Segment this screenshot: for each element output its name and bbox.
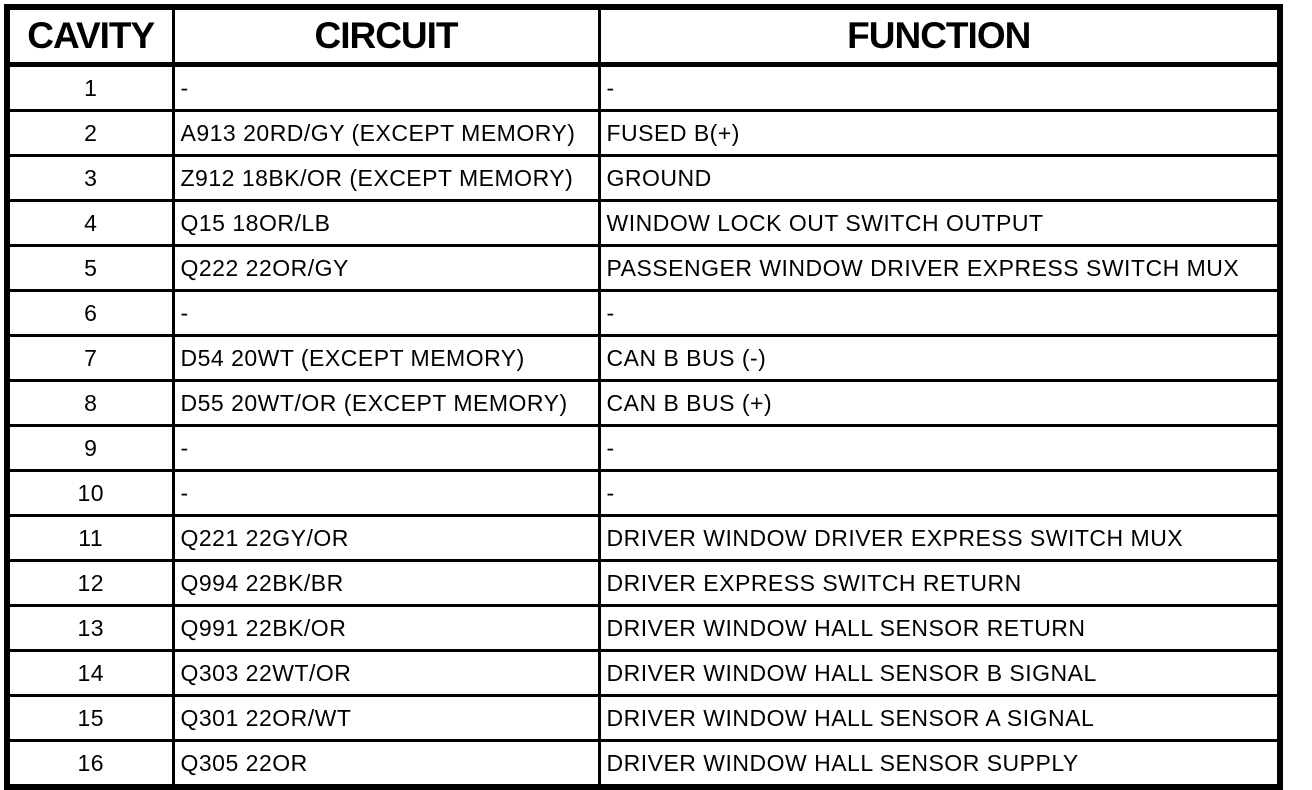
cavity-cell: 2 — [5, 109, 175, 157]
function-cell: CAN B BUS (-) — [597, 334, 1282, 382]
circuit-cell: Q994 22BK/BR — [171, 559, 601, 607]
cavity-cell: 11 — [5, 514, 175, 562]
cavity-cell: 8 — [5, 379, 175, 427]
header-row: CAVITY CIRCUIT FUNCTION — [5, 5, 1282, 67]
circuit-cell: - — [171, 289, 601, 337]
circuit-cell: D55 20WT/OR (EXCEPT MEMORY) — [171, 379, 601, 427]
table-row: 1 - - — [5, 63, 1282, 112]
table-row: 9 - - — [5, 424, 1282, 472]
function-cell: DRIVER WINDOW HALL SENSOR A SIGNAL — [597, 694, 1282, 742]
cavity-cell: 5 — [5, 244, 175, 292]
table-row: 16 Q305 22OR DRIVER WINDOW HALL SENSOR S… — [5, 739, 1282, 789]
column-header-cavity: CAVITY — [5, 5, 175, 67]
column-header-function: FUNCTION — [597, 5, 1282, 67]
cavity-cell: 1 — [5, 63, 175, 112]
circuit-cell: Z912 18BK/OR (EXCEPT MEMORY) — [171, 154, 601, 202]
circuit-cell: Q991 22BK/OR — [171, 604, 601, 652]
function-cell: DRIVER WINDOW HALL SENSOR SUPPLY — [597, 739, 1282, 789]
function-cell: CAN B BUS (+) — [597, 379, 1282, 427]
cavity-cell: 3 — [5, 154, 175, 202]
circuit-cell: Q301 22OR/WT — [171, 694, 601, 742]
function-cell: - — [597, 424, 1282, 472]
function-cell: DRIVER WINDOW HALL SENSOR RETURN — [597, 604, 1282, 652]
table-row: 7 D54 20WT (EXCEPT MEMORY) CAN B BUS (-) — [5, 334, 1282, 382]
circuit-cell: D54 20WT (EXCEPT MEMORY) — [171, 334, 601, 382]
circuit-cell: - — [171, 424, 601, 472]
table-row: 15 Q301 22OR/WT DRIVER WINDOW HALL SENSO… — [5, 694, 1282, 742]
circuit-cell: Q221 22GY/OR — [171, 514, 601, 562]
cavity-cell: 13 — [5, 604, 175, 652]
cavity-cell: 10 — [5, 469, 175, 517]
circuit-cell: - — [171, 63, 601, 112]
column-header-circuit: CIRCUIT — [171, 5, 601, 67]
table-row: 4 Q15 18OR/LB WINDOW LOCK OUT SWITCH OUT… — [5, 199, 1282, 247]
cavity-cell: 12 — [5, 559, 175, 607]
function-cell: GROUND — [597, 154, 1282, 202]
circuit-cell: - — [171, 469, 601, 517]
table-row: 14 Q303 22WT/OR DRIVER WINDOW HALL SENSO… — [5, 649, 1282, 697]
table-row: 13 Q991 22BK/OR DRIVER WINDOW HALL SENSO… — [5, 604, 1282, 652]
table-row: 3 Z912 18BK/OR (EXCEPT MEMORY) GROUND — [5, 154, 1282, 202]
connector-pinout-table: CAVITY CIRCUIT FUNCTION 1 - - 2 A913 20R… — [4, 4, 1283, 790]
table-row: 8 D55 20WT/OR (EXCEPT MEMORY) CAN B BUS … — [5, 379, 1282, 427]
function-cell: - — [597, 63, 1282, 112]
function-cell: - — [597, 289, 1282, 337]
cavity-cell: 16 — [5, 739, 175, 789]
manual-page: CAVITY CIRCUIT FUNCTION 1 - - 2 A913 20R… — [4, 4, 1283, 790]
table-row: 6 - - — [5, 289, 1282, 337]
cavity-cell: 6 — [5, 289, 175, 337]
circuit-cell: Q15 18OR/LB — [171, 199, 601, 247]
cavity-cell: 14 — [5, 649, 175, 697]
function-cell: DRIVER WINDOW DRIVER EXPRESS SWITCH MUX — [597, 514, 1282, 562]
function-cell: DRIVER EXPRESS SWITCH RETURN — [597, 559, 1282, 607]
table-row: 2 A913 20RD/GY (EXCEPT MEMORY) FUSED B(+… — [5, 109, 1282, 157]
cavity-cell: 9 — [5, 424, 175, 472]
circuit-cell: A913 20RD/GY (EXCEPT MEMORY) — [171, 109, 601, 157]
table-row: 10 - - — [5, 469, 1282, 517]
table-row: 11 Q221 22GY/OR DRIVER WINDOW DRIVER EXP… — [5, 514, 1282, 562]
circuit-cell: Q305 22OR — [171, 739, 601, 789]
function-cell: PASSENGER WINDOW DRIVER EXPRESS SWITCH M… — [597, 244, 1282, 292]
table-row: 5 Q222 22OR/GY PASSENGER WINDOW DRIVER E… — [5, 244, 1282, 292]
circuit-cell: Q222 22OR/GY — [171, 244, 601, 292]
circuit-cell: Q303 22WT/OR — [171, 649, 601, 697]
cavity-cell: 7 — [5, 334, 175, 382]
table-row: 12 Q994 22BK/BR DRIVER EXPRESS SWITCH RE… — [5, 559, 1282, 607]
cavity-cell: 4 — [5, 199, 175, 247]
function-cell: WINDOW LOCK OUT SWITCH OUTPUT — [597, 199, 1282, 247]
cavity-cell: 15 — [5, 694, 175, 742]
function-cell: DRIVER WINDOW HALL SENSOR B SIGNAL — [597, 649, 1282, 697]
function-cell: FUSED B(+) — [597, 109, 1282, 157]
function-cell: - — [597, 469, 1282, 517]
